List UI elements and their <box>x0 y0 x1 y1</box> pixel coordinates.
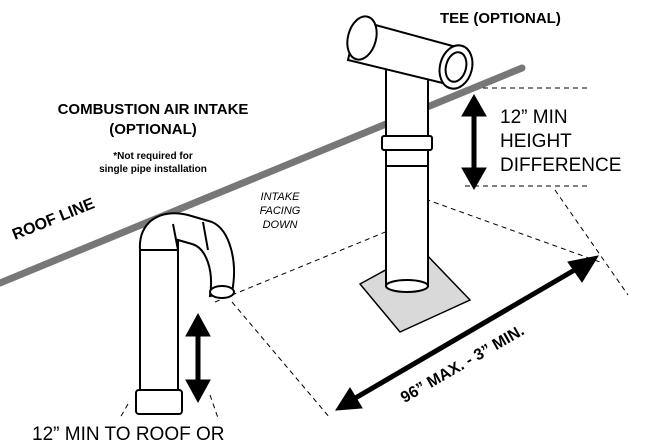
intake-label: COMBUSTION AIR INTAKE (OPTIONAL) <box>38 100 268 140</box>
tee-left-cap <box>346 15 378 61</box>
intake-elbow-joint-2 <box>202 221 209 251</box>
spacing-arrow-end <box>567 255 600 283</box>
intake-facing-line2: FACING <box>259 205 301 217</box>
height-arrow-down <box>461 167 487 191</box>
height-label-line3: DIFFERENCE <box>500 155 622 176</box>
intake-note-line1: *Not required for <box>113 151 193 162</box>
tee-pipe-base <box>385 279 429 293</box>
bottom-clearance-label: 12” MIN TO ROOF OR <box>32 424 225 445</box>
height-label-line2: HEIGHT <box>500 131 572 152</box>
intake-facing-label: INTAKE FACING DOWN <box>248 190 312 232</box>
intake-note-line2: single pipe installation <box>99 164 207 175</box>
intake-arrow-up <box>185 312 211 337</box>
bottom-guide-right <box>209 394 219 419</box>
intake-mouth-guide <box>214 227 396 303</box>
tee-label: TEE (OPTIONAL) <box>440 10 561 27</box>
intake-pipe <box>135 212 235 415</box>
bottom-guide-left <box>119 403 129 419</box>
intake-elbow <box>138 212 235 298</box>
intake-label-line2: (OPTIONAL) <box>109 121 197 138</box>
tee-vertical-pipe <box>385 57 429 287</box>
spacing-arrow-start <box>335 387 363 411</box>
intake-facing-line1: INTAKE <box>260 191 300 203</box>
intake-bottom-coupling <box>135 389 183 415</box>
intake-note: *Not required for single pipe installati… <box>60 150 246 176</box>
intake-label-line1: COMBUSTION AIR INTAKE <box>57 101 249 118</box>
tee-vent-pipe <box>381 57 433 293</box>
height-difference-label: 12” MIN HEIGHT DIFFERENCE <box>500 106 621 178</box>
intake-elbow-joint <box>172 223 179 251</box>
intake-arrow-down <box>185 379 211 404</box>
dashed-guides <box>119 87 629 419</box>
intake-height-arrow <box>185 312 211 404</box>
tee-right-bore <box>444 51 468 83</box>
height-arrow-up <box>461 93 487 117</box>
tee-coupling <box>381 135 433 151</box>
tee-spacing-guide <box>399 189 601 263</box>
intake-spacing-guide <box>231 301 331 419</box>
spacing-arrow <box>335 255 600 411</box>
tee-vertical-guide <box>554 189 629 296</box>
tee-fitting <box>346 15 474 90</box>
intake-mouth <box>209 285 235 299</box>
height-label-line1: 12” MIN <box>500 107 568 128</box>
intake-vertical-pipe <box>139 247 179 399</box>
intake-facing-line3: DOWN <box>262 219 298 231</box>
roof-line <box>0 64 526 287</box>
height-arrow <box>461 93 487 191</box>
